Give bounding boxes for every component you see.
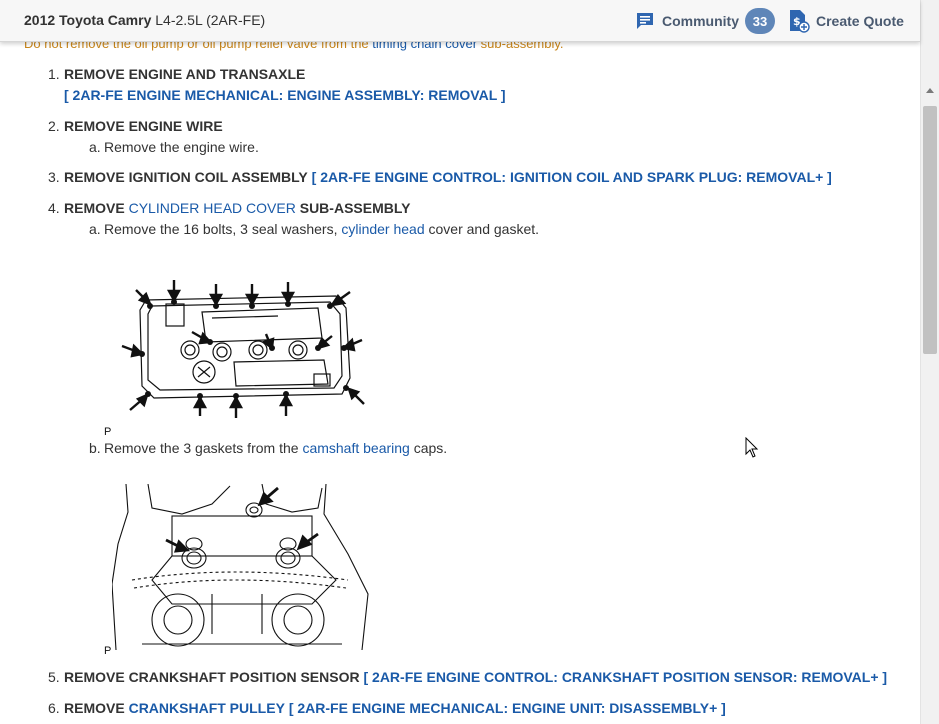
- scrollbar-thumb[interactable]: [923, 106, 937, 354]
- vertical-scrollbar[interactable]: [920, 0, 939, 724]
- figure-2-caption: P: [104, 645, 112, 657]
- camshaft-bearing-caps-diagram: [112, 484, 369, 650]
- vehicle-title: 2012 Toyota Camry L4-2.5L (2AR-FE): [24, 12, 266, 28]
- dollar-document-icon: $: [790, 10, 810, 33]
- step-6-reference-link[interactable]: [ 2AR-FE ENGINE MECHANICAL: ENGINE UNIT:…: [288, 700, 726, 716]
- step-4b: b.Remove the 3 gaskets from the camshaft…: [89, 440, 448, 456]
- cylinder-head-link[interactable]: cylinder head: [341, 221, 425, 237]
- step-2: 2.REMOVE ENGINE WIRE: [48, 118, 223, 134]
- step-3-reference-link[interactable]: [ 2AR-FE ENGINE CONTROL: IGNITION COIL A…: [311, 169, 832, 185]
- step-4a: a.Remove the 16 bolts, 3 seal washers, c…: [89, 221, 540, 237]
- step-1-reference-link[interactable]: [ 2AR-FE ENGINE MECHANICAL: ENGINE ASSEM…: [64, 87, 506, 103]
- svg-text:$: $: [793, 15, 801, 28]
- step-4: 4.REMOVE CYLINDER HEAD COVER SUB-ASSEMBL…: [48, 200, 411, 216]
- create-quote-button[interactable]: $ Create Quote: [788, 8, 904, 34]
- step-6: 6.REMOVE CRANKSHAFT PULLEY [ 2AR-FE ENGI…: [48, 700, 726, 716]
- step-3: 3.REMOVE IGNITION COIL ASSEMBLY [ 2AR-FE…: [48, 169, 832, 185]
- scroll-up-arrow-icon[interactable]: [926, 88, 934, 93]
- cylinder-head-cover-diagram: [121, 280, 365, 418]
- mouse-cursor-icon: [745, 437, 759, 458]
- step-5: 5.REMOVE CRANKSHAFT POSITION SENSOR [ 2A…: [48, 669, 888, 685]
- crankshaft-pulley-link[interactable]: CRANKSHAFT PULLEY: [128, 700, 285, 716]
- step-2a: a.Remove the engine wire.: [89, 139, 259, 155]
- cylinder-head-cover-link[interactable]: CYLINDER HEAD COVER: [128, 200, 296, 216]
- figure-1-caption: P: [104, 426, 112, 438]
- community-count-badge: 33: [745, 8, 775, 34]
- chat-bubble-icon: [637, 13, 653, 29]
- step-1: 1.REMOVE ENGINE AND TRANSAXLE: [48, 66, 306, 82]
- top-header-bar: 2012 Toyota Camry L4-2.5L (2AR-FE) Commu…: [0, 0, 920, 42]
- procedure-content: Do not remove the oil pump or oil pump r…: [24, 36, 888, 716]
- step-5-reference-link[interactable]: [ 2AR-FE ENGINE CONTROL: CRANKSHAFT POSI…: [363, 669, 888, 685]
- camshaft-bearing-link[interactable]: camshaft bearing: [302, 440, 410, 456]
- community-button[interactable]: Community 33: [636, 8, 775, 34]
